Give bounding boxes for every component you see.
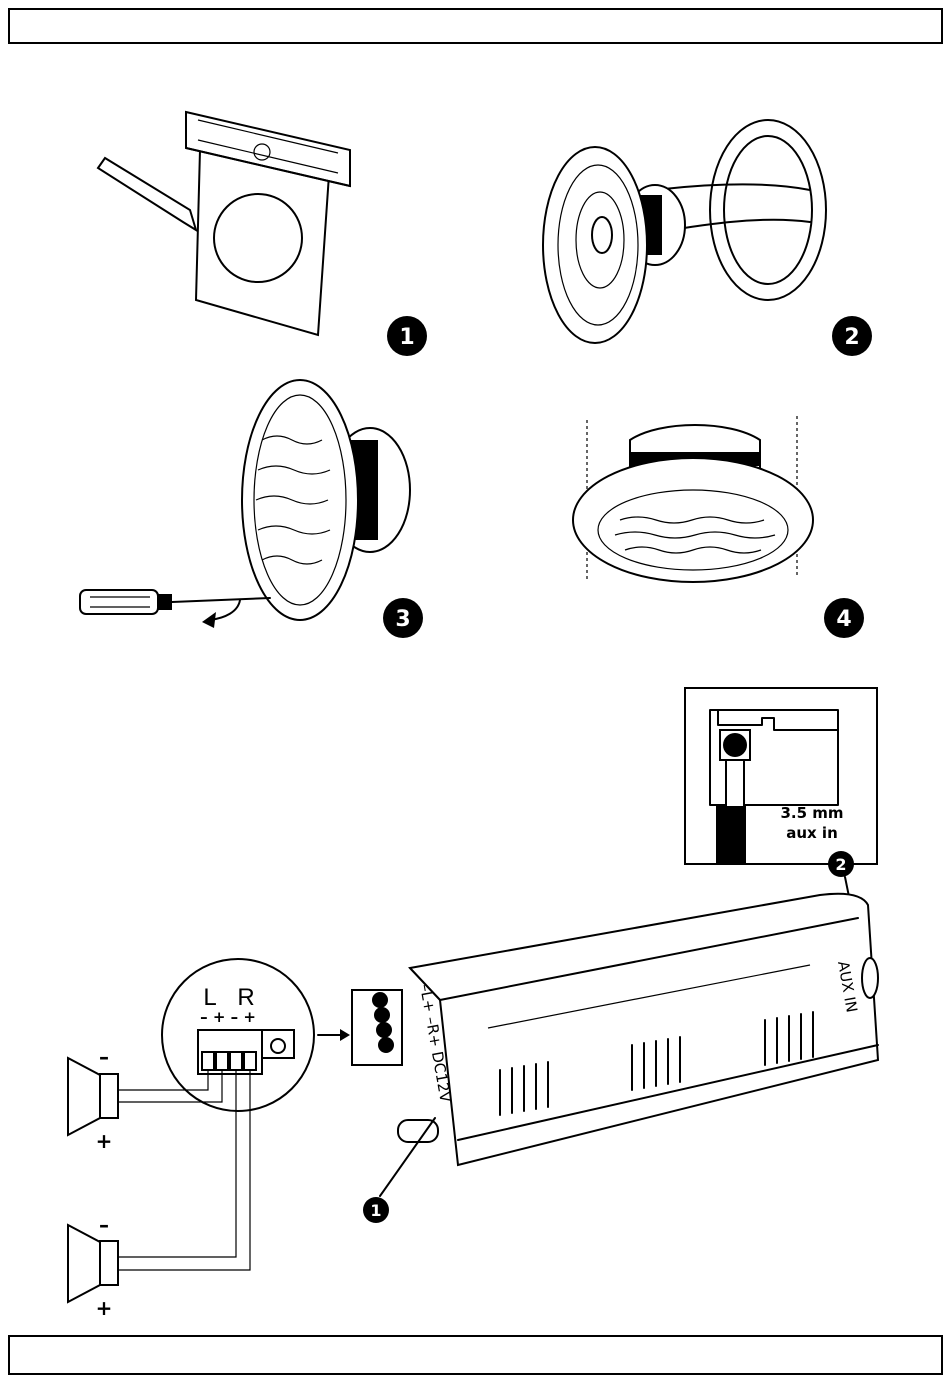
svg-text:1: 1 bbox=[399, 325, 414, 350]
template-marking-icon bbox=[98, 112, 350, 335]
svg-text:1: 1 bbox=[370, 1201, 381, 1220]
svg-text:2: 2 bbox=[835, 855, 846, 874]
aux-label-line1: 3.5 mm bbox=[780, 804, 843, 822]
terminal-polarity-label: – + – + bbox=[200, 1008, 256, 1026]
step-4-badge: 4 bbox=[824, 598, 864, 638]
speaker-top: – + bbox=[68, 1045, 118, 1153]
terminal-R-label: R bbox=[237, 984, 254, 1011]
svg-text:4: 4 bbox=[836, 607, 851, 632]
svg-text:3: 3 bbox=[395, 607, 410, 632]
aux-label-line2: aux in bbox=[786, 824, 838, 842]
aux-in-detail: 3.5 mm aux in bbox=[685, 688, 877, 864]
speaker-top-plus: + bbox=[96, 1129, 113, 1153]
mounted-speaker-icon bbox=[573, 416, 813, 582]
step-2-badge: 2 bbox=[832, 316, 872, 356]
step-3-badge: 3 bbox=[383, 598, 423, 638]
speaker-bottom-plus: + bbox=[96, 1296, 113, 1320]
svg-text:2: 2 bbox=[844, 325, 859, 350]
speaker-wiring-icon bbox=[543, 120, 826, 343]
speaker-top-minus: – bbox=[99, 1045, 109, 1069]
terminal-L-label: L bbox=[203, 984, 216, 1011]
terminal-zoom: L R – + – + bbox=[162, 959, 350, 1111]
screwdriver-mounting-icon bbox=[80, 380, 410, 628]
step-1-badge: 1 bbox=[387, 316, 427, 356]
speaker-bottom: – + bbox=[68, 1213, 118, 1320]
speaker-bottom-minus: – bbox=[99, 1213, 109, 1237]
